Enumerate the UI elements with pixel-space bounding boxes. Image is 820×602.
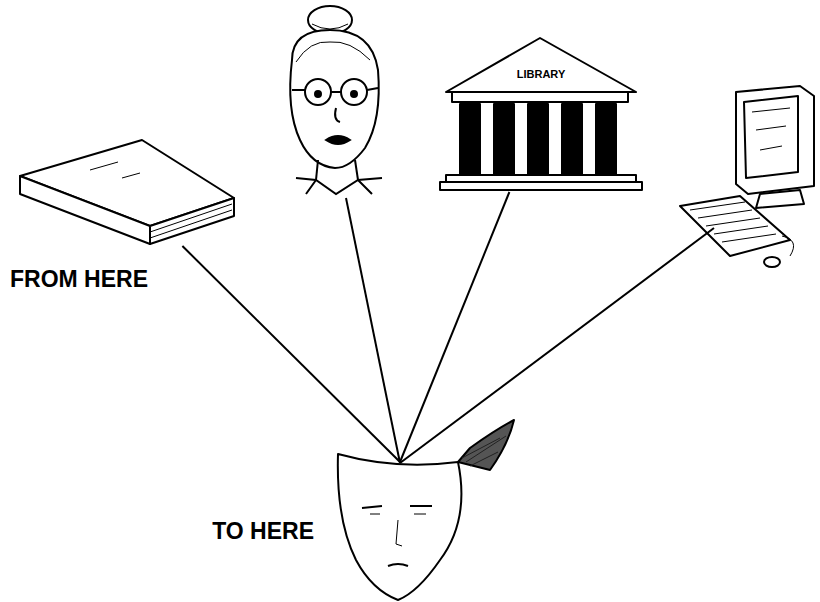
woman-drawing xyxy=(290,6,382,194)
connector-line xyxy=(182,246,400,462)
connecting-line xyxy=(346,198,400,463)
head-drawing xyxy=(338,420,514,600)
book-drawing xyxy=(20,140,234,244)
source-node: FROM HERE xyxy=(18,138,238,246)
library-node: LIBRARY xyxy=(440,36,642,192)
node-label: TO HERE xyxy=(212,518,314,545)
building-sign: LIBRARY xyxy=(517,68,565,80)
node-label: FROM HERE xyxy=(10,266,148,293)
computer-drawing xyxy=(680,86,814,267)
destination-node: TO HERE xyxy=(330,462,515,602)
library-drawing xyxy=(440,38,642,190)
connector-line xyxy=(400,192,509,462)
